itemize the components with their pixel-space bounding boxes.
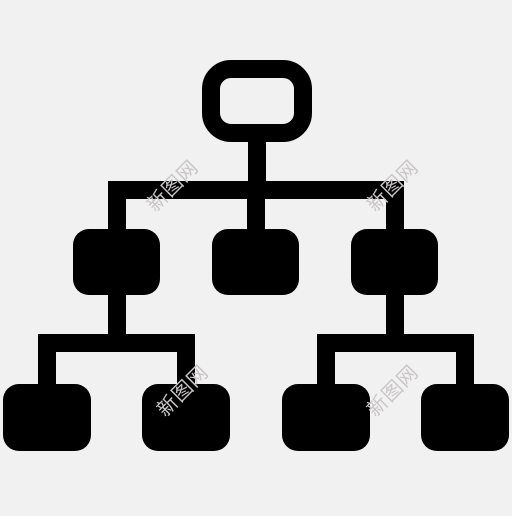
level2-node-1	[3, 384, 91, 451]
connector-line	[317, 334, 474, 392]
level2-node-4	[421, 384, 509, 451]
child-nodes	[3, 229, 509, 451]
level1-node-middle	[212, 229, 299, 295]
level2-node-3	[282, 384, 370, 451]
level2-node-2	[142, 384, 230, 451]
level1-node-right	[351, 229, 438, 295]
connector-lines	[38, 142, 474, 392]
root-node	[202, 60, 312, 142]
connector-line	[38, 334, 195, 392]
level1-node-left	[73, 229, 160, 295]
